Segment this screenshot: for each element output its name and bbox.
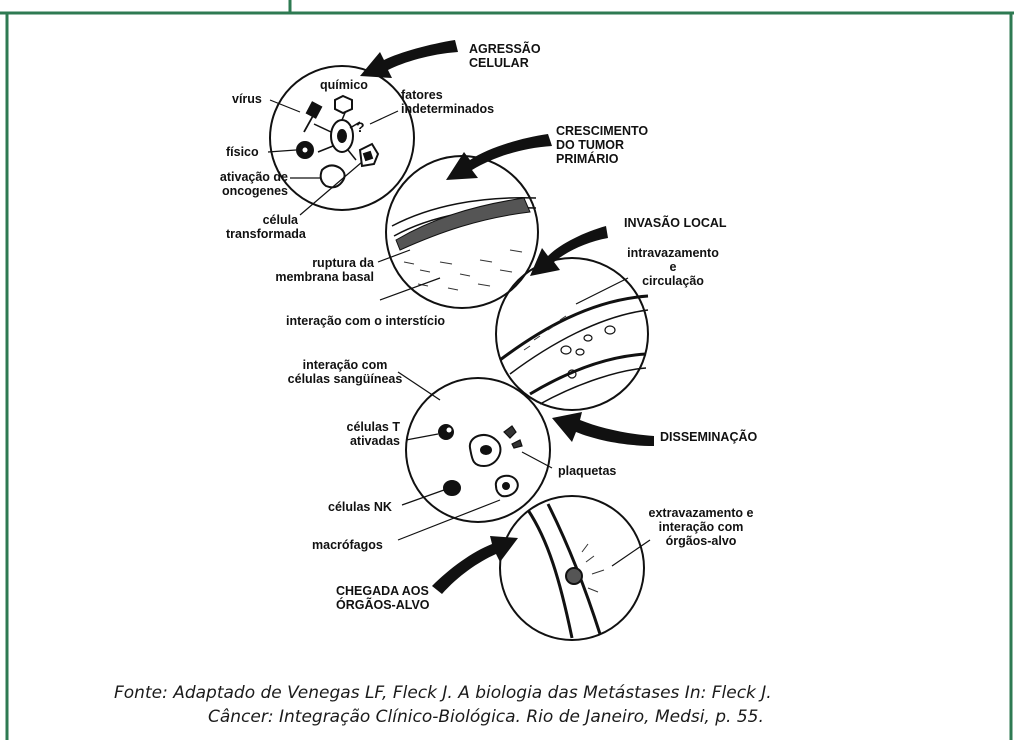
virus-icon xyxy=(304,102,321,132)
quimico-hexagon-icon xyxy=(335,96,352,113)
label-intravazamento: intravazamento e circulação xyxy=(618,246,728,288)
label-interacao-intersticio: interação com o interstício xyxy=(286,314,445,328)
label-fisico: físico xyxy=(226,145,259,159)
chegada-arrow-icon xyxy=(432,536,518,594)
invasao-arrow-icon xyxy=(530,226,608,276)
label-extravazamento: extravazamento e interação com órgãos-al… xyxy=(636,506,766,548)
stage-disseminacao: DISSEMINAÇÃO xyxy=(660,430,757,444)
ativacao-blob-icon xyxy=(321,165,345,187)
disseminacao-circle xyxy=(406,378,550,522)
stage-chegada-orgaos-alvo: CHEGADA AOS ÓRGÃOS-ALVO xyxy=(336,584,430,612)
radiation-icon xyxy=(297,142,313,158)
celula-nk-icon xyxy=(444,481,460,495)
label-ativacao-oncogenes: ativação de oncogenes xyxy=(200,170,288,198)
label-celulas-t-ativadas: células T ativadas xyxy=(328,420,400,448)
label-macrofagos: macrófagos xyxy=(312,538,383,552)
label-fatores-indeterminados: fatores indeterminados xyxy=(401,88,494,116)
label-ruptura-membrana: ruptura da membrana basal xyxy=(270,256,374,284)
celula-t-icon xyxy=(439,425,453,439)
agressao-arrow-icon xyxy=(360,40,458,78)
label-plaquetas: plaquetas xyxy=(558,464,616,478)
caption-line-2: Câncer: Integração Clínico-Biológica. Ri… xyxy=(0,706,1014,728)
question-mark: ? xyxy=(356,119,365,135)
crescimento-arrow-icon xyxy=(446,134,552,180)
label-celula-transformada: célula transformada xyxy=(226,213,298,241)
label-celulas-nk: células NK xyxy=(328,500,392,514)
label-quimico: químico xyxy=(320,78,368,92)
stage-agressao-celular: AGRESSÃO CELULAR xyxy=(469,42,541,70)
orgaos-alvo-circle xyxy=(500,496,644,640)
stage2-leader-lines xyxy=(378,250,440,300)
plaquetas-icon xyxy=(504,426,522,448)
disseminacao-arrow-icon xyxy=(552,412,654,446)
stage-crescimento-tumor: CRESCIMENTO DO TUMOR PRIMÁRIO xyxy=(556,124,648,166)
caption-line-1: Fonte: Adaptado de Venegas LF, Fleck J. … xyxy=(0,682,1014,704)
label-interacao-sanguineas: interação com células sangüíneas xyxy=(280,358,410,386)
label-virus: vírus xyxy=(232,92,262,106)
stage-invasao-local: INVASÃO LOCAL xyxy=(624,216,727,230)
